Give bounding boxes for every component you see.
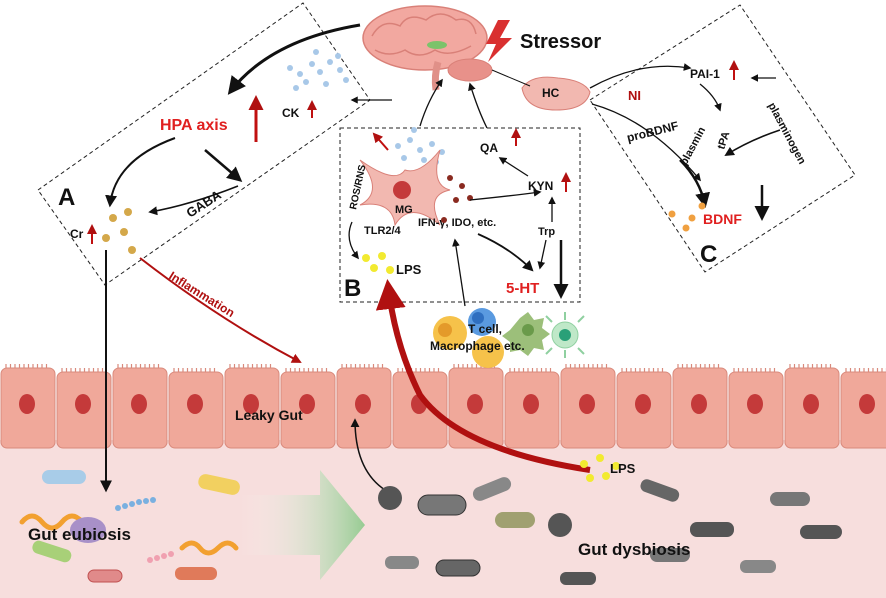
- intestinal-epithelium: [0, 364, 886, 449]
- qa-to-brain-arrow: [468, 82, 488, 129]
- dysbiosis-to-leaky-arrow: [350, 418, 386, 491]
- tlr-label: TLR2/4: [364, 225, 402, 237]
- microvilli: [397, 368, 440, 372]
- hc-label: HC: [542, 86, 560, 100]
- brain-to-hpa-arrow: [227, 23, 361, 95]
- bdnf-dots: [668, 202, 706, 232]
- ck-dots: [287, 49, 349, 91]
- cr-dots: [102, 208, 136, 254]
- hpa-to-cr-arrow: [105, 137, 176, 208]
- brain-illustration: [362, 5, 493, 91]
- pai1-label: PAI-1: [690, 67, 720, 81]
- trp-to-5ht-arrow: [537, 239, 547, 270]
- cr-label: Cr: [70, 227, 84, 241]
- microvilli: [61, 368, 104, 372]
- brain-to-hc-line: [491, 69, 531, 87]
- cell-nucleus: [747, 394, 763, 414]
- kyn-label: KYN: [528, 179, 553, 193]
- ifn-label: IFN-γ, IDO, etc.: [418, 217, 496, 229]
- qa-label: QA: [480, 141, 498, 155]
- microvilli: [285, 368, 328, 372]
- cell-nucleus: [187, 394, 203, 414]
- panel-b-label: B: [344, 275, 361, 302]
- ifn-dots: [441, 175, 473, 223]
- tpa-label: tPA: [715, 130, 732, 151]
- immune-cells: [433, 308, 585, 368]
- cell-nucleus: [467, 394, 483, 414]
- cell-nucleus: [803, 394, 819, 414]
- immune-to-ifn-arrow: [452, 238, 466, 307]
- cell-nucleus: [635, 394, 651, 414]
- trp-label: Trp: [538, 226, 555, 238]
- probdnf-label: proBDNF: [625, 119, 679, 145]
- ros-up-arrow-icon: [372, 132, 389, 151]
- panel-c-label: C: [700, 241, 717, 268]
- hpa-to-gaba-arrow: [204, 149, 243, 182]
- cell-nucleus: [859, 394, 875, 414]
- lps-brain-dots: [362, 252, 394, 274]
- ifn-to-kyn-arrow: [469, 188, 542, 201]
- hpa-axis-label: HPA axis: [160, 117, 228, 134]
- kyn-to-qa-arrow: [498, 157, 529, 177]
- 5ht-label: 5-HT: [506, 280, 539, 297]
- microvilli: [677, 364, 720, 368]
- microvilli: [789, 364, 832, 368]
- ni-label: NI: [628, 88, 641, 103]
- plasmin-to-bdnf-arrow: [679, 159, 710, 208]
- inflammation-label: Inflammation: [166, 269, 237, 320]
- cell-nucleus: [243, 394, 259, 414]
- b-to-brain-arrow: [419, 78, 443, 127]
- lps-brain-label: LPS: [396, 262, 422, 277]
- cell-nucleus: [19, 394, 35, 414]
- macrophage-label: Macrophage etc.: [430, 339, 525, 353]
- pai1-to-tpa-arrow: [699, 83, 722, 112]
- stressor-label: Stressor: [520, 31, 601, 53]
- hippocampus-illustration: [521, 76, 591, 111]
- microvilli: [621, 368, 664, 372]
- lightning-bolt-icon: [486, 20, 512, 62]
- microvilli: [733, 368, 776, 372]
- hc-to-probdnf-arrow: [591, 103, 701, 182]
- ck-label: CK: [282, 106, 300, 120]
- microvilli: [845, 368, 886, 372]
- gut-dysbiosis-label: Gut dysbiosis: [578, 540, 690, 559]
- gut-eubiosis-label: Gut eubiosis: [28, 525, 131, 544]
- panel-a-label: A: [58, 184, 75, 211]
- microglia-cell: [359, 149, 451, 227]
- lps-gut-label: LPS: [610, 461, 636, 476]
- ido-to-5ht-arrow: [477, 233, 534, 272]
- cell-nucleus: [355, 394, 371, 414]
- ros-to-lps-arrow: [348, 221, 359, 260]
- microvilli: [5, 364, 48, 368]
- eubiosis-bacteria: [19, 470, 240, 583]
- dysbiosis-bacteria: [378, 477, 842, 585]
- cell-nucleus: [131, 394, 147, 414]
- microvilli: [229, 364, 272, 368]
- cell-nucleus: [75, 394, 91, 414]
- panel-a-box: [37, 2, 371, 286]
- lps-gut-dots: [580, 454, 620, 482]
- hc-to-pai1-arrow: [589, 63, 692, 89]
- bdnf-label: BDNF: [703, 211, 742, 227]
- panel-b-box: [339, 127, 581, 303]
- microvilli: [117, 364, 160, 368]
- microvilli: [173, 368, 216, 372]
- microvilli: [565, 364, 608, 368]
- inflammation-arrow: [139, 257, 302, 363]
- panel-c-box: [589, 4, 856, 273]
- tcell-label: T cell,: [468, 322, 502, 336]
- cell-nucleus: [579, 394, 595, 414]
- mg-label: MG: [395, 204, 413, 216]
- cell-nucleus: [299, 394, 315, 414]
- microvilli: [341, 364, 384, 368]
- microvilli: [509, 368, 552, 372]
- transition-arrow-icon: [240, 470, 365, 580]
- plasminogen-to-plasmin-arrow: [724, 129, 781, 157]
- cell-nucleus: [691, 394, 707, 414]
- leaky-gut-label: Leaky Gut: [235, 407, 303, 423]
- cell-nucleus: [523, 394, 539, 414]
- lps-to-brain-arrow: [375, 279, 591, 473]
- gaba-to-cr-arrow: [148, 185, 239, 216]
